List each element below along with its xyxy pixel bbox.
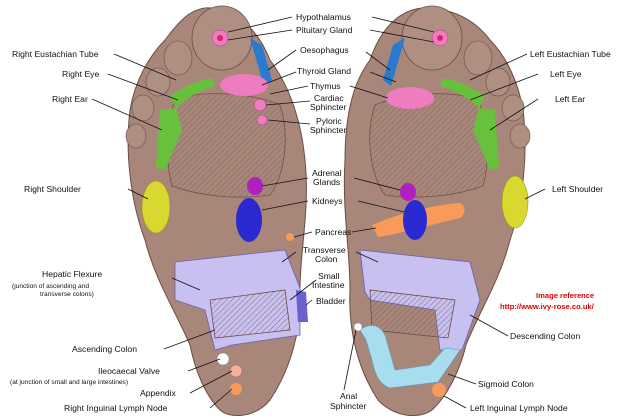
left-inguinal-node: [432, 383, 446, 397]
right-adrenal-zone: [247, 177, 263, 195]
left-adrenal-zone: [400, 183, 416, 201]
label-hepatic-note-1: (junction of ascending and: [12, 283, 89, 290]
left-toe-5: [510, 124, 530, 148]
right-bladder-zone: [296, 290, 308, 322]
left-foot: [344, 6, 530, 416]
label-ileocaecal-note: (at junction of small and large intestin…: [10, 379, 128, 386]
label-left-eye: Left Eye: [550, 69, 582, 79]
label-right-shoulder: Right Shoulder: [24, 184, 81, 194]
left-shoulder-zone: [502, 176, 528, 228]
label-descending-colon: Descending Colon: [510, 331, 580, 341]
left-thyroid-zone: [386, 87, 434, 109]
right-toe-4: [132, 95, 154, 121]
label-left-shoulder: Left Shoulder: [552, 184, 603, 194]
label-thyroid-gland: Thyroid Gland: [297, 66, 351, 76]
label-pancreas: Pancreas: [315, 227, 351, 237]
right-foot: [126, 6, 308, 416]
label-ascending-colon: Ascending Colon: [72, 344, 137, 354]
label-thymus: Thymus: [310, 81, 341, 91]
left-lung-zone: [370, 94, 488, 197]
label-anal-sphincter-1: Anal: [340, 391, 357, 401]
right-shoulder-zone: [142, 181, 170, 233]
label-right-eye: Right Eye: [62, 69, 99, 79]
image-reference-title: Image reference: [536, 291, 594, 300]
label-anal-sphincter-2: Sphincter: [330, 401, 366, 411]
label-right-eustachian-tube: Right Eustachian Tube: [12, 49, 99, 59]
label-left-eustachian-tube: Left Eustachian Tube: [530, 49, 611, 59]
right-cardiac-sphincter: [254, 99, 266, 111]
label-hepatic-note-2: transverse colons): [40, 291, 94, 298]
label-right-ear: Right Ear: [52, 94, 88, 104]
right-toe-2: [164, 41, 192, 75]
label-appendix: Appendix: [140, 388, 177, 398]
label-adrenal-glands-2: Glands: [313, 177, 340, 187]
label-ileocaecal-valve: Ileocaecal Valve: [98, 366, 160, 376]
label-pituitary-gland: Pituitary Gland: [296, 25, 353, 35]
label-left-inguinal-lymph-node: Left Inguinal Lymph Node: [470, 403, 568, 413]
label-small-intestine-2: Intestine: [312, 280, 345, 290]
right-thyroid-zone: [220, 74, 268, 96]
image-reference-url: http://www.ivy-rose.co.uk/: [500, 302, 595, 311]
right-lung-zone: [167, 94, 285, 197]
right-ileocaecal-valve: [217, 353, 229, 365]
left-toe-4: [502, 95, 524, 121]
label-sigmoid-colon: Sigmoid Colon: [478, 379, 534, 389]
right-toe-5: [126, 124, 146, 148]
label-left-ear: Left Ear: [555, 94, 585, 104]
left-toe-2: [464, 41, 492, 75]
left-kidney-zone: [403, 200, 427, 240]
right-pyloric-sphincter: [257, 115, 267, 125]
label-pyloric-sphincter-2: Sphincter: [310, 125, 346, 135]
label-bladder: Bladder: [316, 296, 346, 306]
label-oesophagus: Oesophagus: [300, 45, 349, 55]
right-pancreas-spot: [286, 233, 294, 241]
label-hepatic-flexure: Hepatic Flexure: [42, 269, 102, 279]
label-cardiac-sphincter-2: Sphincter: [310, 102, 346, 112]
left-toe-3: [486, 68, 510, 96]
right-hypothalamus-zone: [217, 35, 223, 41]
right-kidney-zone: [236, 198, 262, 242]
label-right-inguinal-lymph-node: Right Inguinal Lymph Node: [64, 403, 168, 413]
label-hypothalamus: Hypothalamus: [296, 12, 351, 22]
label-kidneys: Kidneys: [312, 196, 343, 206]
label-transverse-colon-2: Colon: [315, 254, 338, 264]
left-anal-sphincter: [354, 323, 362, 331]
left-hypothalamus-zone: [437, 35, 443, 41]
